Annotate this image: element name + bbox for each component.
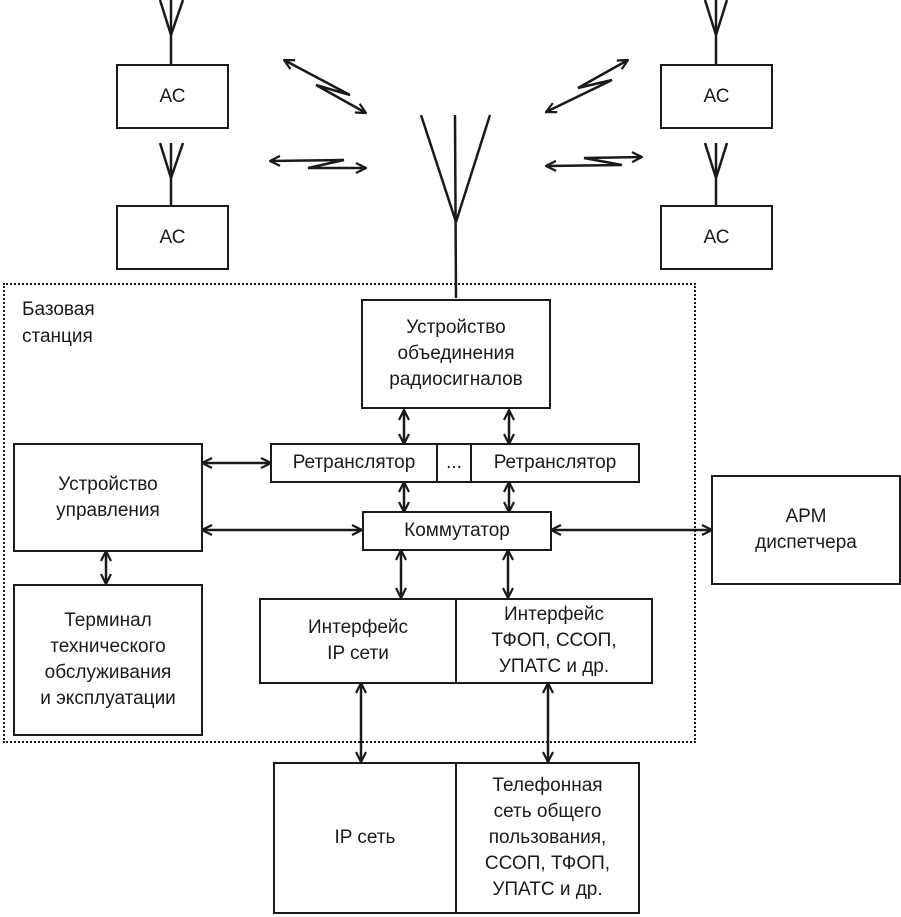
subscriber-station-label: АС [159,226,186,248]
subscriber-station-box: АС [116,205,229,270]
base-station-antenna-icon [419,114,492,299]
repeater-ellipsis-block: ... [436,443,472,483]
repeater-block: Ретранслятор [270,443,438,483]
combiner-block: Устройство объединения радиосигналов [361,299,551,409]
subscriber-station-label: АС [703,226,730,248]
radio-link-icon [546,157,642,166]
antenna-icon [703,142,729,205]
switch-block: Коммутатор [362,511,552,551]
antenna-icon [703,0,729,65]
subscriber-station-label: АС [159,85,186,107]
antenna-icon [158,142,185,205]
subscriber-station-box: АС [660,64,773,129]
repeater-block: Ретранслятор [470,443,640,483]
base-station-label: Базовая станция [22,299,95,347]
ip-network-block: IP сеть [273,762,457,914]
radio-link-icon [270,160,366,168]
control-unit-block: Устройство управления [13,443,203,552]
pstn-interface-block: Интерфейс ТФОП, ССОП, УПАТС и др. [455,598,653,684]
base-station-boundary [3,283,696,743]
radio-link-icon [284,60,366,113]
dispatcher-workstation-block: АРМ диспетчера [711,475,901,585]
ip-interface-block: Интерфейс IP сети [259,598,457,684]
antenna-icon [158,0,185,65]
phone-network-block: Телефонная сеть общего пользования, ССОП… [455,762,640,914]
subscriber-station-label: АС [703,85,730,107]
radio-link-icon [546,60,628,112]
maintenance-terminal-block: Терминал технического обслуживания и экс… [13,584,203,736]
subscriber-station-box: АС [660,205,773,270]
subscriber-station-box: АС [116,64,229,129]
